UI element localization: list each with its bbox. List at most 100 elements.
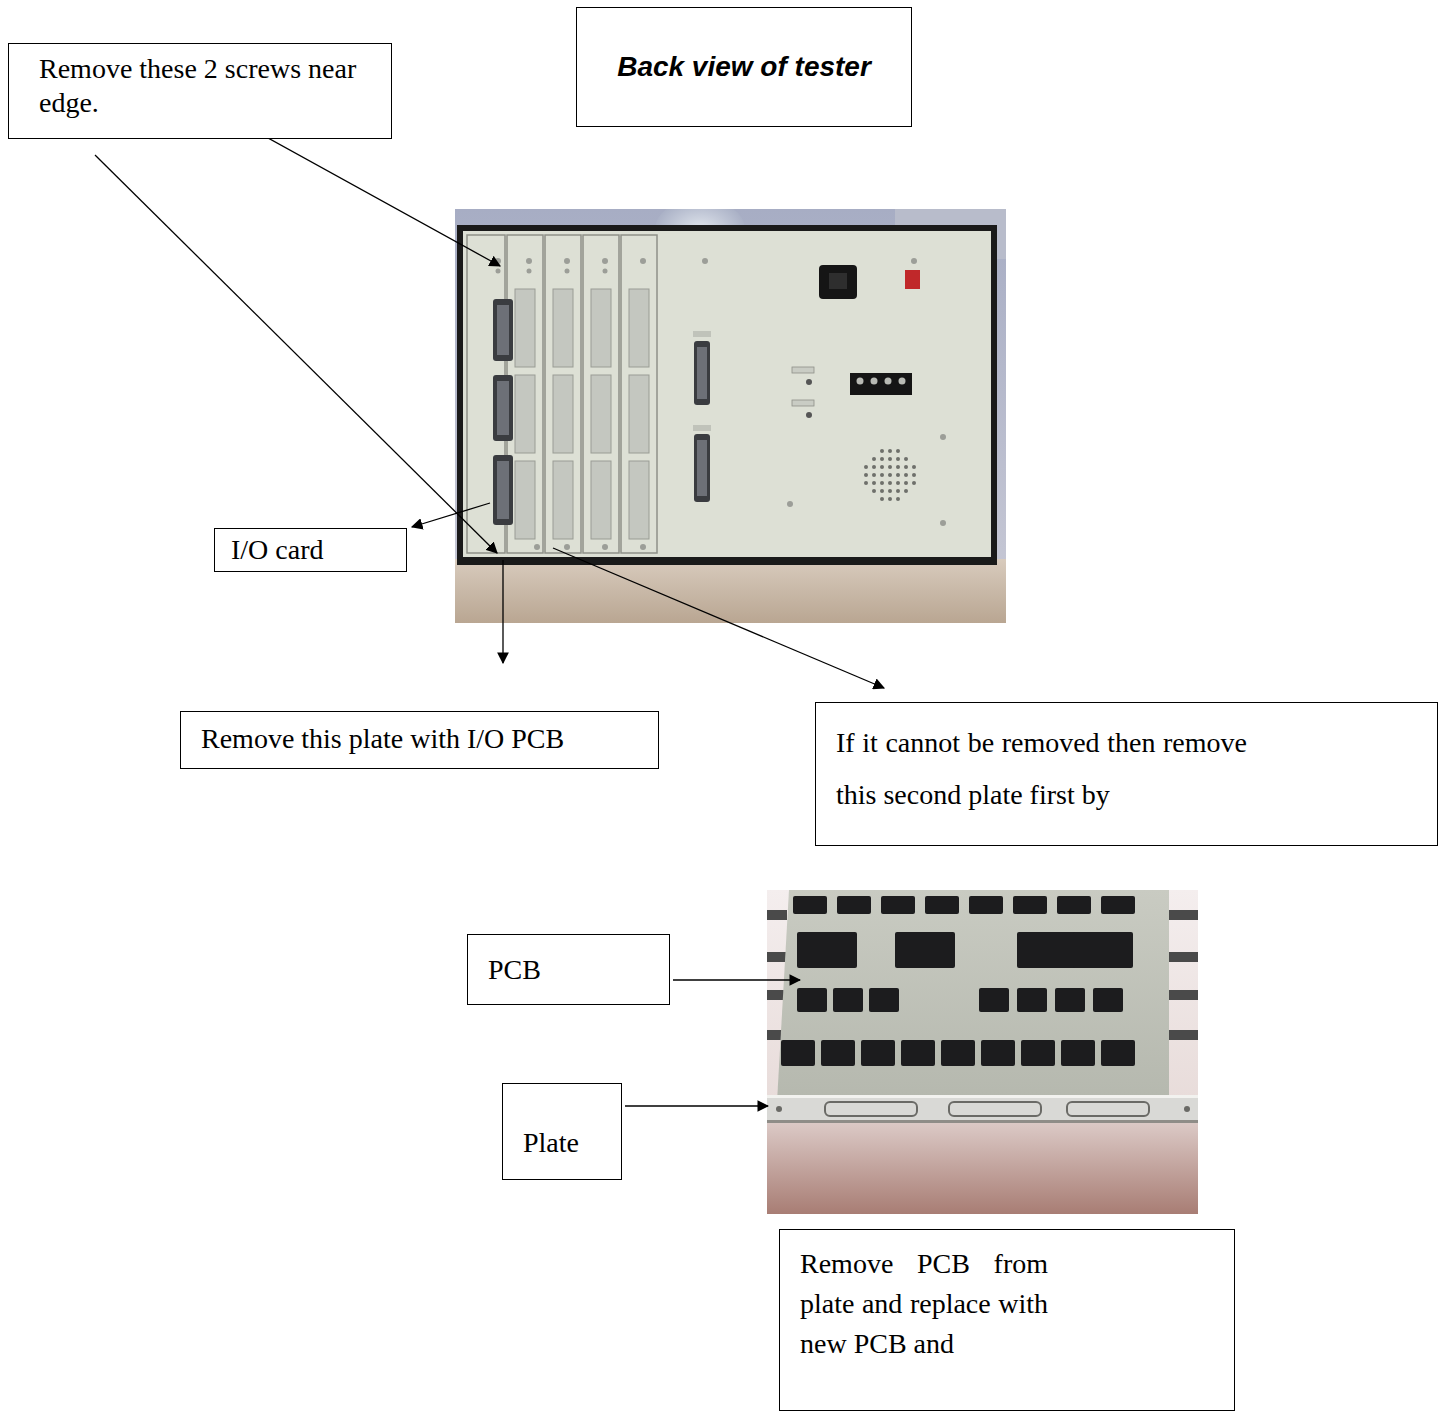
grille-hole xyxy=(888,481,892,485)
chip xyxy=(837,896,871,914)
leader-line xyxy=(250,128,500,266)
grille-hole xyxy=(904,457,908,461)
chip xyxy=(1061,1040,1095,1066)
leader-line xyxy=(412,503,490,527)
grille-hole xyxy=(864,465,868,469)
power-inlet xyxy=(819,265,920,299)
label-text: Back view of tester xyxy=(589,50,899,84)
mounting-plate xyxy=(767,1095,1198,1123)
part-label: PCB xyxy=(467,934,670,1005)
grille-hole xyxy=(880,473,884,477)
instruction-box: If it cannot be removed then remove this… xyxy=(815,702,1438,846)
indicators xyxy=(792,367,814,418)
grille-hole xyxy=(880,465,884,469)
grille-hole xyxy=(912,465,916,469)
grille-hole xyxy=(864,481,868,485)
speaker-grille xyxy=(864,449,916,501)
part-label: Plate xyxy=(502,1083,622,1180)
chip xyxy=(901,1040,935,1066)
chip xyxy=(861,1040,895,1066)
io-card-connectors xyxy=(493,299,513,525)
chip xyxy=(1093,988,1123,1012)
chips xyxy=(781,896,1135,1066)
tester-housing xyxy=(457,225,997,565)
label-text: If it cannot be removed then remove this… xyxy=(836,717,1247,821)
chip xyxy=(1055,988,1085,1012)
pcb-photo xyxy=(767,890,1198,1214)
grille-hole xyxy=(896,489,900,493)
rear-connectors xyxy=(693,331,711,502)
leader-line xyxy=(673,979,800,980)
chip xyxy=(1013,896,1047,914)
grille-hole xyxy=(912,473,916,477)
label-text: Remove PCB from plate and replace with n… xyxy=(800,1244,1048,1364)
card-slots xyxy=(467,235,657,553)
instruction-box: Remove PCB from plate and replace with n… xyxy=(779,1229,1235,1411)
grille-hole xyxy=(872,473,876,477)
grille-hole xyxy=(904,465,908,469)
leader-line xyxy=(95,155,497,553)
grille-hole xyxy=(904,489,908,493)
leader-line xyxy=(502,560,503,663)
instruction-box: Remove this plate with I/O PCB xyxy=(180,711,659,769)
grille-hole xyxy=(872,489,876,493)
label-text: PCB xyxy=(488,953,659,987)
grille-hole xyxy=(880,497,884,501)
grille-hole xyxy=(872,465,876,469)
grille-hole xyxy=(864,473,868,477)
chip xyxy=(981,1040,1015,1066)
leader-line xyxy=(625,1105,768,1106)
grille-hole xyxy=(896,497,900,501)
grille-hole xyxy=(872,481,876,485)
tester-photo xyxy=(455,209,1006,623)
chip xyxy=(781,1040,815,1066)
grille-hole xyxy=(912,481,916,485)
leader-line xyxy=(553,548,884,688)
chip xyxy=(1021,1040,1055,1066)
chip xyxy=(797,932,857,968)
chip xyxy=(895,932,955,968)
grille-hole xyxy=(872,457,876,461)
grille-hole xyxy=(896,449,900,453)
label-text: Remove these 2 screws near edge. xyxy=(39,52,381,120)
slot-vents xyxy=(515,289,649,539)
chip xyxy=(797,988,827,1012)
grille-hole xyxy=(896,473,900,477)
photo-background xyxy=(767,890,1198,1214)
chip xyxy=(1101,1040,1135,1066)
chip xyxy=(1073,932,1133,968)
chip xyxy=(833,988,863,1012)
grille-hole xyxy=(888,473,892,477)
circuit-board xyxy=(777,890,1169,1102)
label-text: Remove this plate with I/O PCB xyxy=(201,722,648,756)
grille-hole xyxy=(888,457,892,461)
note-box: Remove these 2 screws near edge. xyxy=(8,43,392,139)
chip xyxy=(925,896,959,914)
chip xyxy=(881,896,915,914)
grille-hole xyxy=(896,481,900,485)
chip xyxy=(793,896,827,914)
terminal-block xyxy=(850,373,912,395)
grille-hole xyxy=(888,497,892,501)
grille-hole xyxy=(904,481,908,485)
grille-hole xyxy=(880,481,884,485)
chip xyxy=(1017,988,1047,1012)
grille-hole xyxy=(904,473,908,477)
part-label: I/O card xyxy=(214,528,407,572)
grille-hole xyxy=(888,489,892,493)
label-text: I/O card xyxy=(231,533,396,567)
screws xyxy=(495,258,946,550)
chip xyxy=(941,1040,975,1066)
photo-background xyxy=(455,209,1006,623)
grille-hole xyxy=(880,457,884,461)
chip xyxy=(1057,896,1091,914)
grille-hole xyxy=(888,449,892,453)
title-box: Back view of tester xyxy=(576,7,912,127)
chip xyxy=(969,896,1003,914)
chip xyxy=(1101,896,1135,914)
grille-hole xyxy=(888,465,892,469)
chip xyxy=(869,988,899,1012)
chip xyxy=(1017,932,1077,968)
label-text: Plate xyxy=(523,1126,611,1160)
